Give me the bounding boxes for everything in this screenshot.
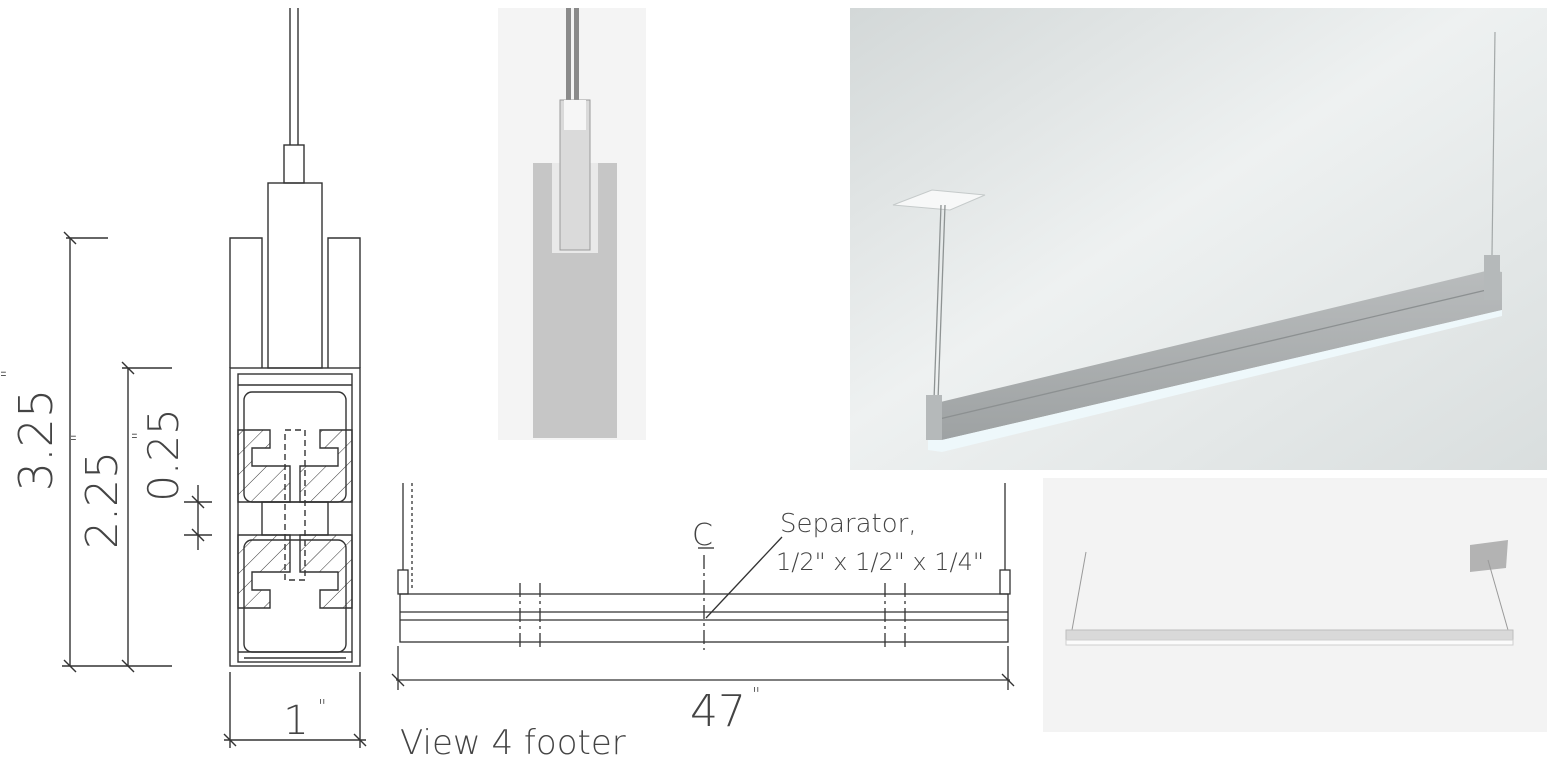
separator-size: 1/2" x 1/2" x 1/4"	[776, 548, 984, 576]
inch-mark-gap: "	[129, 432, 150, 440]
dim-gap: 0.25	[139, 408, 188, 502]
dim-width: 1	[283, 698, 308, 744]
length-dim: 47	[690, 686, 746, 737]
inch-mark-width: "	[318, 696, 326, 717]
dim-height-total: 3.25	[9, 389, 63, 491]
centerline-symbol: C	[692, 518, 713, 553]
fixture-render-small	[1043, 478, 1547, 732]
separator-label: Separator,	[780, 509, 917, 539]
section-drawing	[62, 8, 367, 748]
inch-mark-body: "	[68, 434, 89, 442]
stem-closeup-render	[498, 8, 646, 440]
dim-height-body: 2.25	[77, 451, 128, 549]
inch-mark-total: "	[0, 370, 19, 378]
view-caption: View 4 footer	[400, 723, 626, 760]
fixture-render-large	[850, 8, 1547, 470]
elevation-drawing	[391, 483, 1015, 690]
inch-mark-length: "	[752, 684, 760, 705]
